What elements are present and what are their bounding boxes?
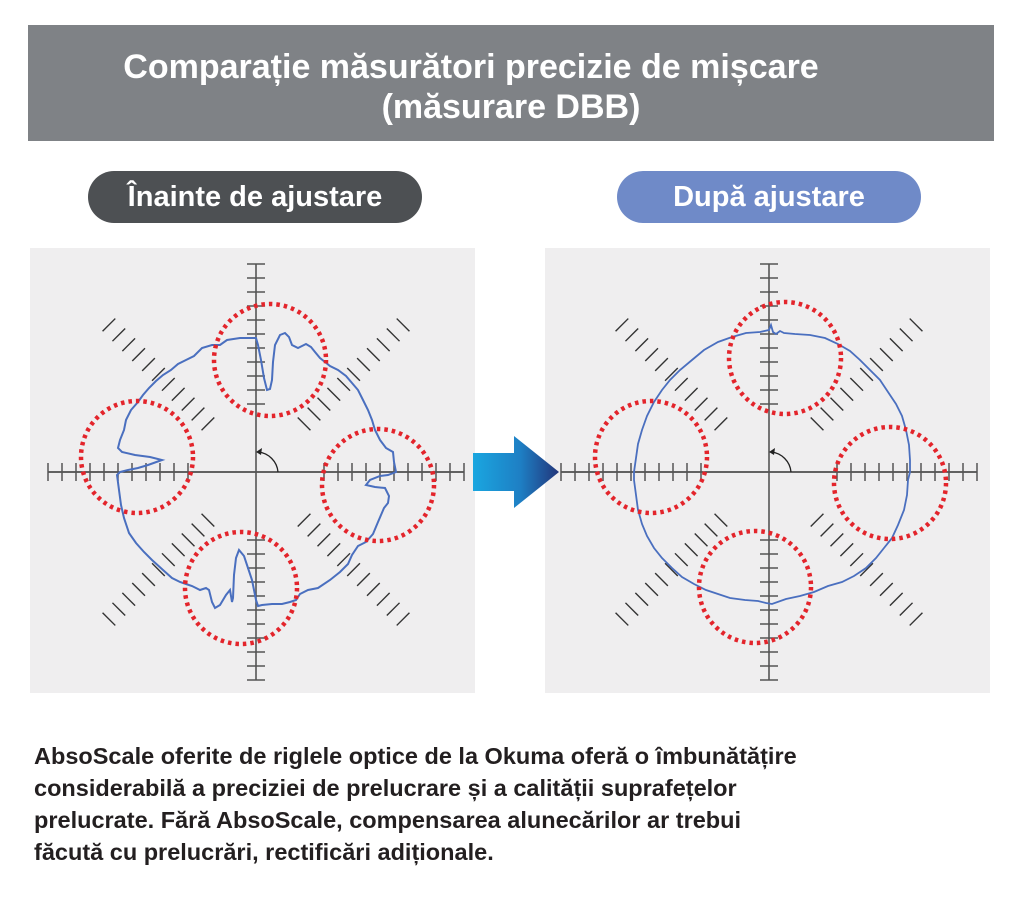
title-banner: Comparație măsurători precizie de mișcar… — [28, 25, 994, 141]
caption-line: AbsoScale oferite de riglele optice de l… — [34, 743, 797, 769]
page-title-line2: (măsurare DBB) — [381, 88, 641, 126]
counterclockwise-arc-icon — [769, 448, 792, 473]
counterclockwise-arc-icon — [256, 448, 279, 473]
after-adjustment-label: După ajustare — [617, 171, 921, 223]
trace-after — [633, 322, 911, 605]
right-highlight-circles — [592, 299, 949, 646]
caption-line: făcută cu prelucrări, rectificări adițio… — [34, 839, 494, 865]
left-highlight-circles — [78, 301, 437, 647]
page-title-line1: Comparație măsurători precizie de mișcar… — [123, 48, 819, 86]
before-adjustment-label: Înainte de ajustare — [88, 171, 422, 223]
arrow-right-icon — [473, 436, 559, 508]
right-chart-axes — [560, 263, 978, 681]
trace-before — [115, 331, 398, 610]
caption-paragraph: AbsoScale oferite de riglele optice de l… — [34, 740, 994, 868]
caption-line: considerabilă a preciziei de prelucrare … — [34, 775, 737, 801]
left-chart-axes — [47, 263, 465, 681]
caption-line: prelucrate. Fără AbsoScale, compensarea … — [34, 807, 742, 833]
